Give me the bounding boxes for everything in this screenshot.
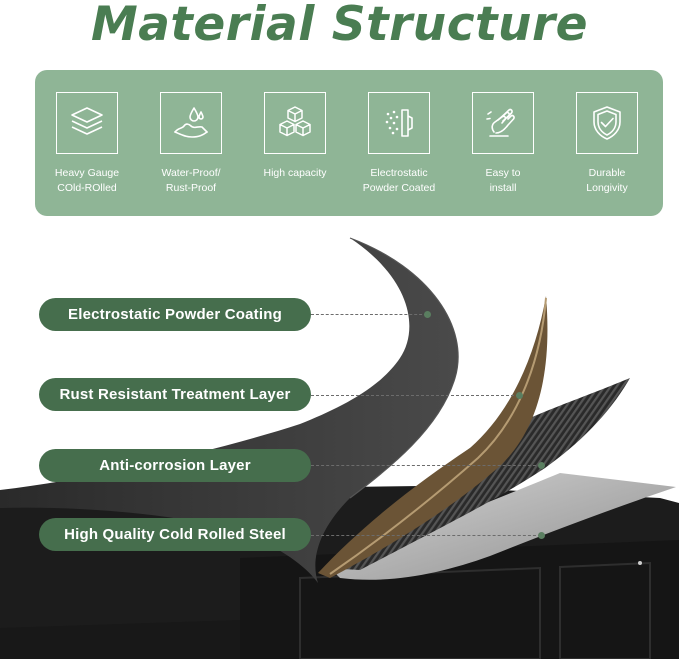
layer-label-powder-coating: Electrostatic Powder Coating (39, 298, 311, 331)
layers-icon (56, 92, 118, 154)
leader-dot (424, 311, 431, 318)
feature-label: Easy to install (485, 167, 521, 194)
feature-item: Electrostatic Powder Coated (347, 92, 451, 196)
feature-item: Heavy Gauge COld-ROlled (35, 92, 139, 196)
leader-line (311, 314, 427, 315)
feature-label: Electrostatic Powder Coated (362, 167, 436, 194)
leader-dot (538, 532, 545, 539)
layer-label-anti-corrosion: Anti-corrosion Layer (39, 449, 311, 482)
water-drop-hand-icon (160, 92, 222, 154)
feature-label: High capacity (263, 167, 327, 179)
leader-dot (516, 392, 523, 399)
feature-label: Water-Proof/ Rust-Proof (161, 167, 221, 194)
powder-coating-sheet (0, 238, 459, 583)
leader-dot (538, 462, 545, 469)
feature-item: High capacity (243, 92, 347, 181)
leader-line (311, 465, 541, 466)
feature-item: Durable Longivity (555, 92, 659, 196)
layer-label-rust-resistant: Rust Resistant Treatment Layer (39, 378, 311, 411)
rust-resistant-layer (318, 296, 548, 578)
layer-label-cold-rolled-steel: High Quality Cold Rolled Steel (39, 518, 311, 551)
leader-line (311, 395, 519, 396)
leader-line (311, 535, 541, 536)
shield-check-icon (576, 92, 638, 154)
hand-wipe-icon (472, 92, 534, 154)
page-title: Material Structure (90, 0, 589, 52)
feature-label: Durable Longivity (586, 167, 628, 194)
features-panel: Heavy Gauge COld-ROlled Water-Proof/ Rus… (35, 70, 663, 216)
layer-illustration (0, 237, 679, 659)
feature-label: Heavy Gauge COld-ROlled (54, 167, 120, 194)
spray-icon (368, 92, 430, 154)
feature-item: Easy to install (451, 92, 555, 196)
feature-item: Water-Proof/ Rust-Proof (139, 92, 243, 196)
cold-rolled-steel-sheet (330, 473, 676, 580)
cubes-icon (264, 92, 326, 154)
